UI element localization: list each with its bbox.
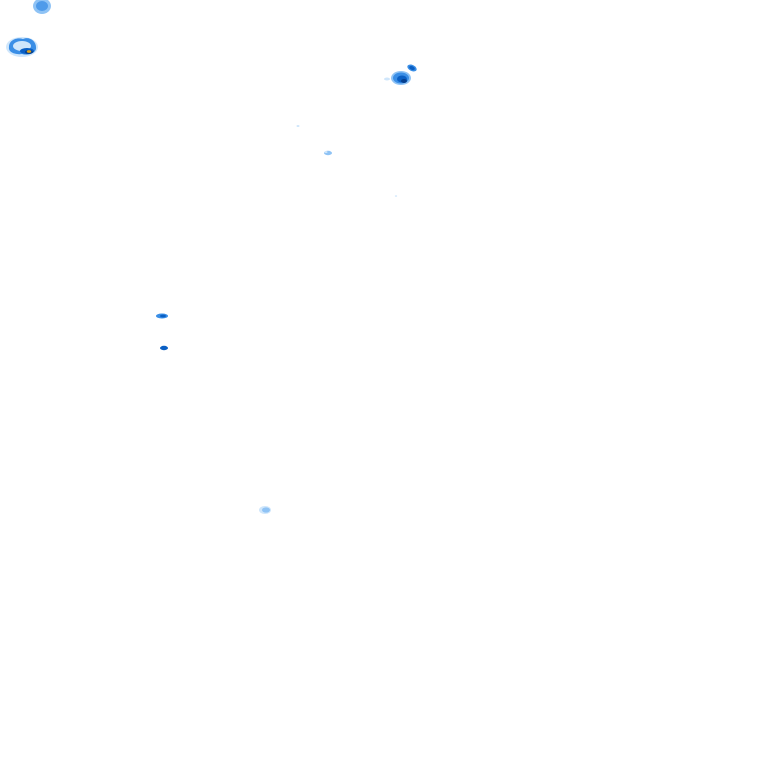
echo-heavy-satellite bbox=[409, 65, 415, 71]
echo-very-light bbox=[296, 125, 300, 127]
echo-cell-top-left-edge bbox=[33, 0, 51, 14]
echo-very-light bbox=[384, 77, 390, 81]
echo-very-heavy bbox=[401, 79, 407, 83]
echo-cell-upper-center bbox=[384, 64, 417, 85]
echo-light bbox=[262, 507, 270, 513]
echo-speck-center-3 bbox=[394, 195, 398, 197]
echo-cell-lower-center bbox=[259, 506, 271, 514]
echo-cell-upper-left bbox=[6, 37, 38, 57]
echo-heavy bbox=[160, 314, 166, 318]
echo-cell-mid-left-2 bbox=[160, 345, 168, 351]
echo-moderate bbox=[36, 1, 48, 11]
echo-intense-core bbox=[26, 50, 32, 53]
echo-heavy bbox=[160, 345, 168, 351]
echo-cell-mid-left-1 bbox=[156, 313, 168, 319]
echo-speck-center-2 bbox=[324, 150, 332, 156]
echo-very-light bbox=[394, 195, 398, 197]
echo-very-light bbox=[324, 151, 328, 153]
echo-speck-center-1 bbox=[296, 125, 300, 127]
